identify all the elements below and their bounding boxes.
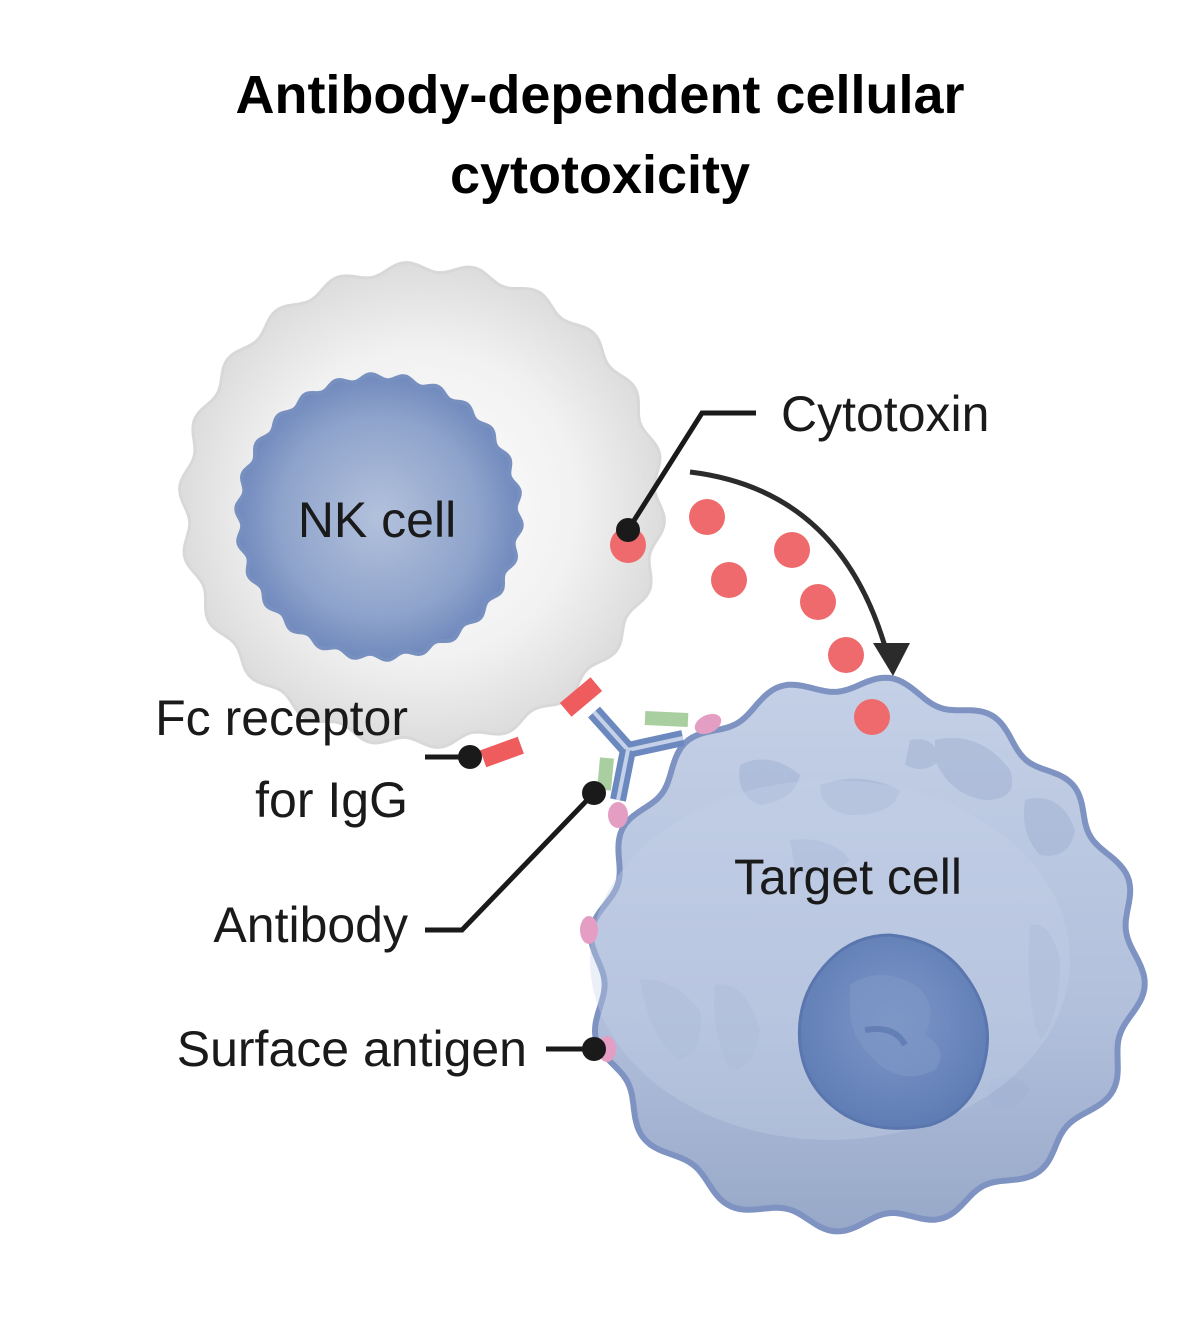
fc-receptor-label-line-2: for IgG [255,772,408,828]
fc-receptor-2 [559,677,603,717]
nk-cell-label: NK cell [298,492,456,548]
antibody-leader [425,791,596,933]
fc-receptor-1 [480,736,524,768]
cytotoxin-granule [689,499,725,535]
cytotoxin-granules [610,499,890,735]
cytotoxin-pointer-dot [616,518,640,542]
target-cell-label: Target cell [734,849,962,905]
cytotoxin-granule [854,699,890,735]
cytotoxin-granule [800,584,836,620]
antibody [588,706,689,802]
fc-receptors [480,677,603,768]
cytotoxin-granule [711,562,747,598]
fc-receptor-pointer-dot [458,745,482,769]
leader-dots [458,518,640,1061]
target-cell-organelles [640,738,1075,1110]
surface-antigens [580,713,722,1062]
antibody-pointer-dot [582,781,606,805]
nk-cell-nucleus [234,372,524,662]
antibody-label: Antibody [213,897,408,953]
cytotoxin-granule [828,637,864,673]
target-cell-nucleolus [850,975,941,1077]
antibody-fab-tip-2 [597,757,614,791]
arrowhead-icon [873,643,910,676]
surface-antigen-3 [580,916,598,944]
cytotoxin-granule [774,532,810,568]
surface-antigen-label: Surface antigen [177,1021,527,1077]
cytotoxin-label: Cytotoxin [781,386,989,442]
diagram-title: Antibody-dependent cellular cytotoxicity [0,55,1200,215]
nk-cell [178,261,666,749]
cytotoxin-arrow [689,469,910,676]
surface-antigen-1 [694,713,722,735]
antibody-fab-tip-1 [644,711,689,727]
title-line-1: Antibody-dependent cellular [235,65,965,125]
surface-antigen-2 [608,802,628,828]
surface-antigen-pointer-dot [582,1037,606,1061]
fc-receptor-label-line-1: Fc receptor [155,690,408,746]
target-cell [588,674,1148,1235]
title-line-2: cytotoxicity [449,145,751,205]
cytotoxin-leader [625,410,756,532]
